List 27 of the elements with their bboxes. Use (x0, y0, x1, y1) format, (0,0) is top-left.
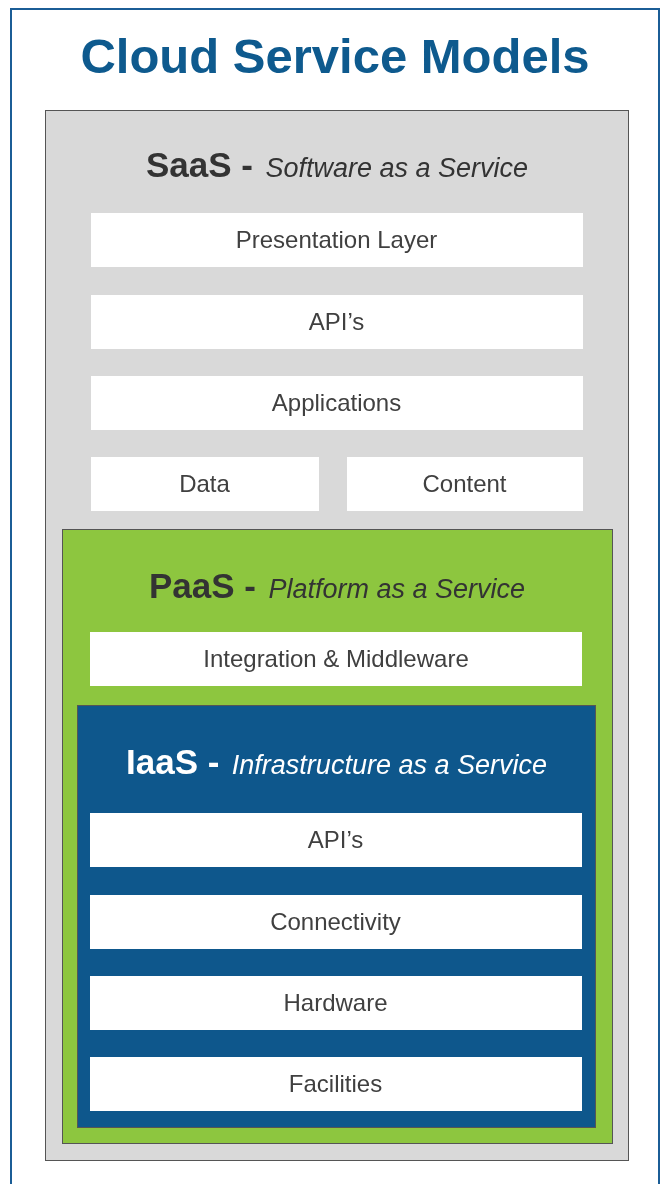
component-box (90, 632, 582, 686)
service-layer-panel (61, 528, 613, 1144)
component-box (346, 456, 583, 511)
component-box (90, 294, 583, 349)
diagram-title: Cloud Service Models (79, 28, 591, 84)
component-box (89, 1056, 582, 1111)
component-label: Connectivity (270, 907, 401, 936)
component-box (90, 212, 583, 267)
component-label: Presentation Layer (235, 225, 438, 254)
layer-heading: IaaS - Infrastructure as a Service (125, 742, 548, 782)
component-label: API’s (308, 307, 365, 336)
component-label: Facilities (288, 1069, 383, 1098)
component-label: Applications (271, 388, 402, 417)
component-box (90, 456, 319, 511)
component-box (89, 812, 582, 867)
service-layer-panel (77, 705, 596, 1128)
component-label: Data (179, 469, 230, 498)
component-box (89, 975, 582, 1030)
layer-heading: PaaS - Platform as a Service (147, 565, 526, 606)
component-label: Integration & Middleware (203, 645, 469, 673)
service-layer-panel (45, 110, 629, 1161)
component-label: Content (422, 469, 507, 498)
component-box (90, 375, 583, 430)
layer-heading: SaaS - Software as a Service (144, 145, 530, 185)
component-label: API’s (307, 825, 364, 854)
component-box (89, 894, 582, 949)
component-label: Hardware (283, 988, 388, 1017)
